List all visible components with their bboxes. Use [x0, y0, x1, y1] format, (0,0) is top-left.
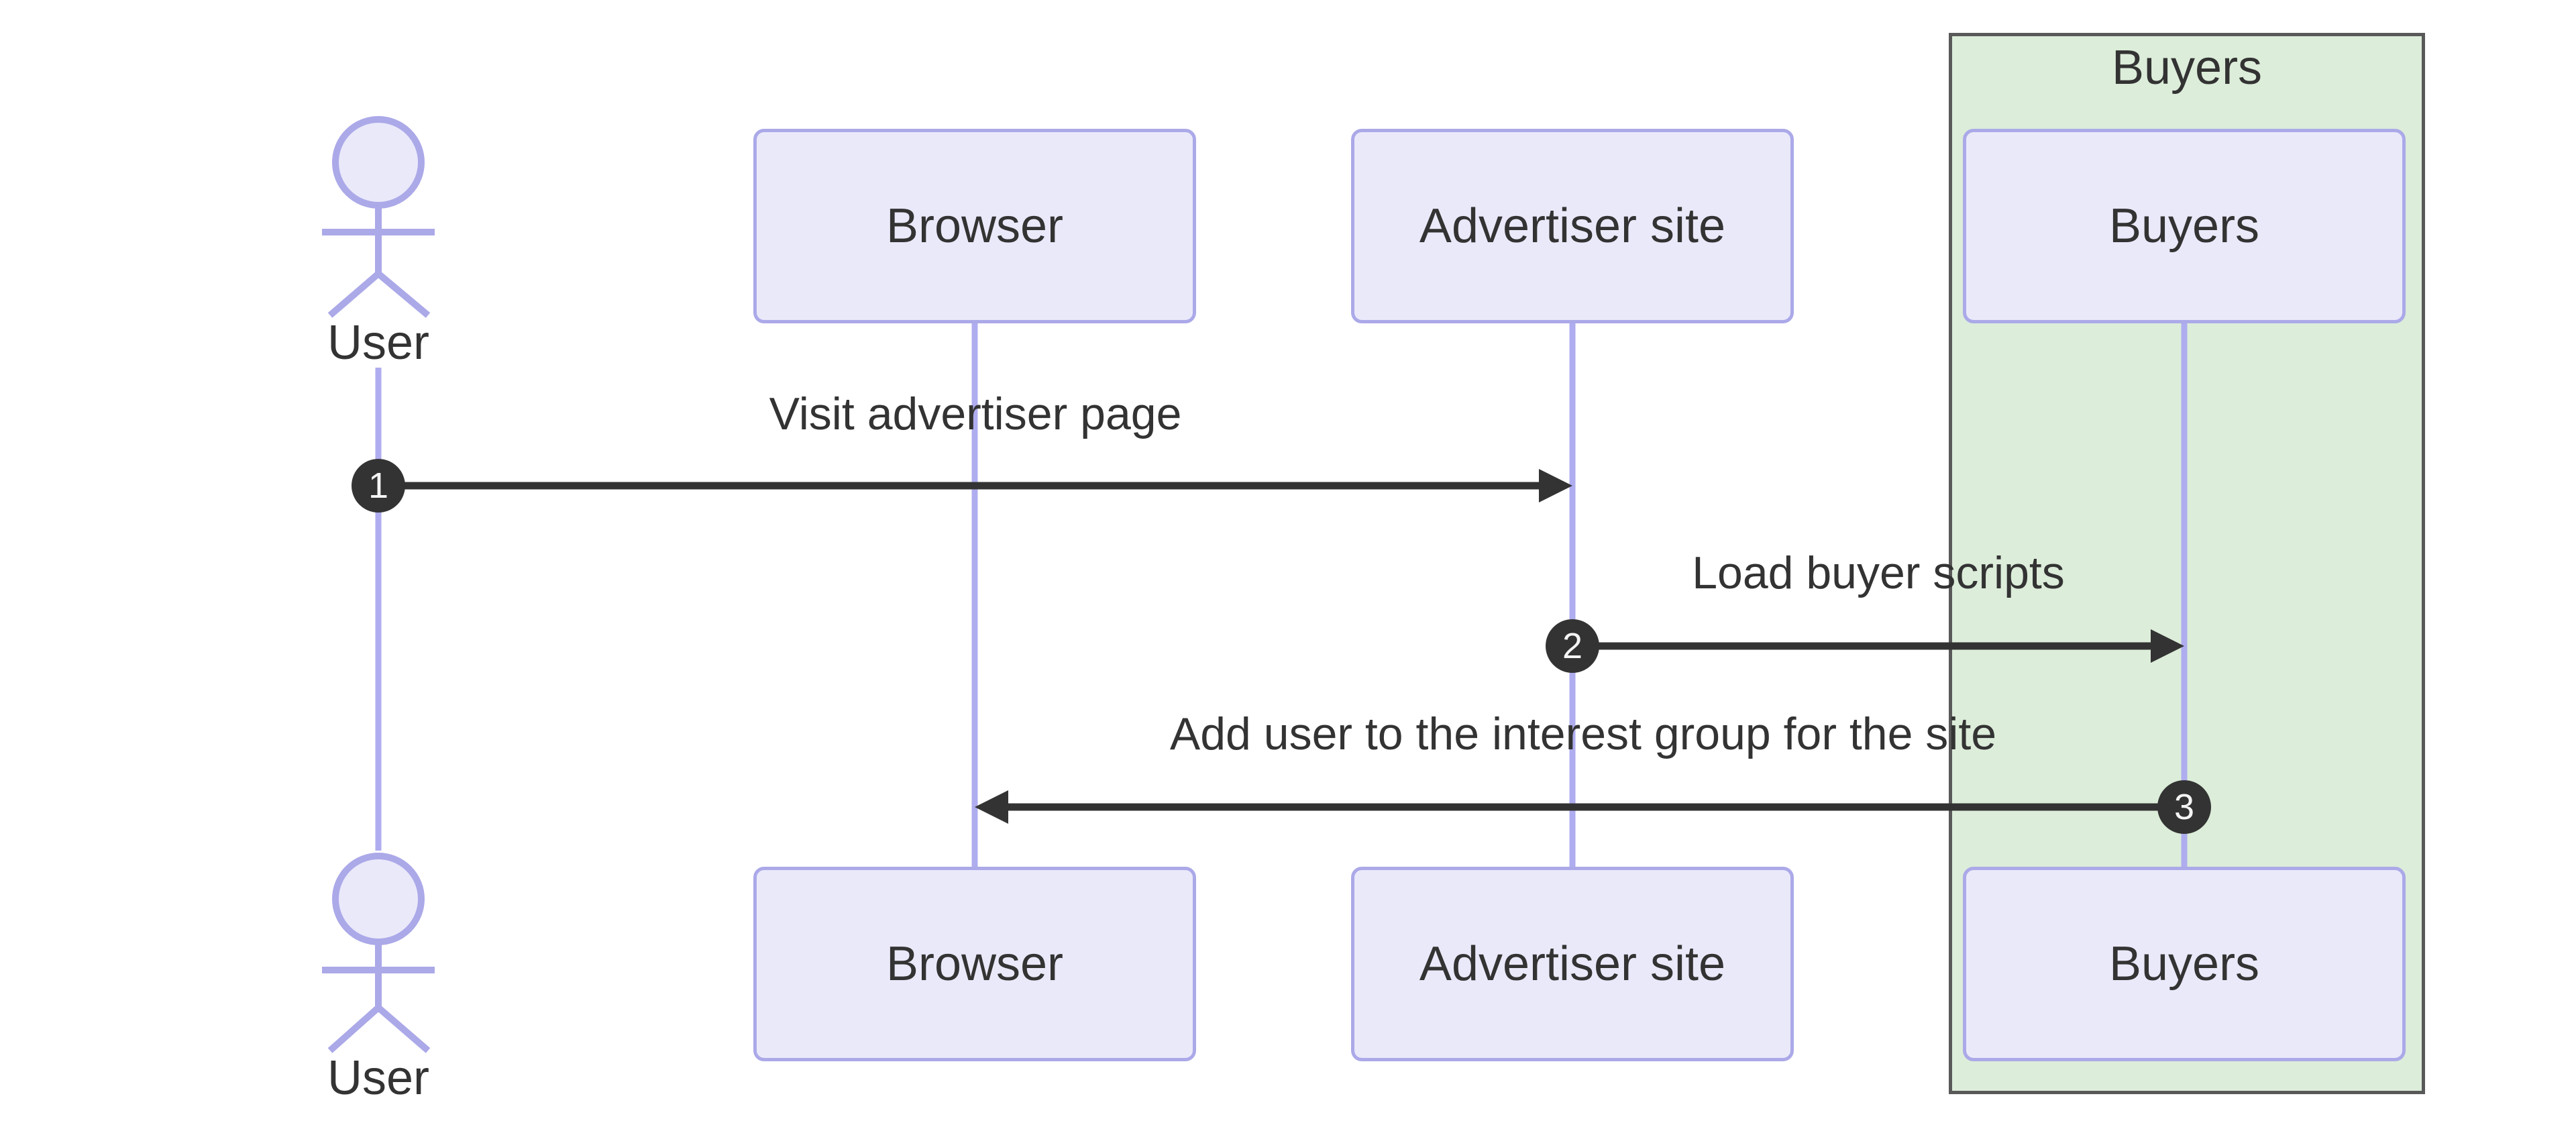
participant-box-buyers-top: Buyers [1963, 129, 2406, 323]
actor-head [332, 116, 425, 209]
actor-label-user-bottom: User [327, 1051, 429, 1105]
arrowhead-left-icon [975, 790, 1008, 824]
participant-box-advertiser-top: Advertiser site [1351, 129, 1794, 323]
actor-leg-left [327, 271, 381, 318]
actor-leg-left [327, 1005, 381, 1053]
message-3-seq-badge: 3 [2157, 780, 2211, 834]
group-title-buyers: Buyers [2111, 41, 2263, 95]
arrowhead-right-icon [2151, 629, 2184, 663]
message-1-seq-badge: 1 [352, 459, 405, 513]
actor-figure-user-top [322, 116, 435, 318]
message-1-label: Visit advertiser page [769, 388, 1182, 439]
participant-label: Advertiser site [1419, 199, 1726, 253]
actor-leg-right [376, 1005, 431, 1053]
participant-label: Advertiser site [1419, 937, 1726, 991]
participant-label: Buyers [2108, 199, 2260, 253]
participant-box-browser-bottom: Browser [753, 867, 1196, 1061]
participant-box-advertiser-bottom: Advertiser site [1351, 867, 1794, 1061]
participant-box-buyers-bottom: Buyers [1963, 867, 2406, 1061]
actor-leg-right [376, 271, 431, 318]
arrowhead-right-icon [1539, 469, 1572, 502]
participant-label: Browser [885, 937, 1064, 991]
message-2-arrow [1572, 629, 2184, 663]
message-2-label: Load buyer scripts [1692, 547, 2065, 598]
message-1-arrow [378, 469, 1572, 502]
message-3-label: Add user to the interest group for the s… [1169, 708, 1997, 759]
participant-label: Browser [885, 199, 1064, 253]
message-2-seq-badge: 2 [1546, 619, 1599, 673]
actor-head [332, 853, 425, 945]
actor-label-user-top: User [327, 316, 429, 370]
actor-figure-user-bottom [322, 853, 435, 1053]
participant-label: Buyers [2108, 937, 2260, 991]
participant-box-browser-top: Browser [753, 129, 1196, 323]
message-3-arrow [975, 790, 2184, 824]
